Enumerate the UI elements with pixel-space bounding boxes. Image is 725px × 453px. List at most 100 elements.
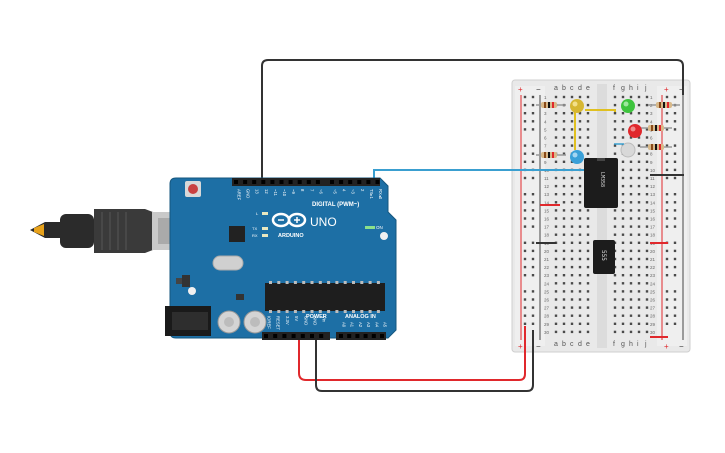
analog-header[interactable]: [336, 332, 386, 340]
rail-hole: [665, 95, 669, 99]
breadboard-hole: [645, 306, 649, 309]
row-number: 27: [650, 306, 656, 311]
breadboard-hole: [629, 249, 633, 253]
rail-hole: [531, 201, 535, 204]
digital-pin-socket[interactable]: [234, 180, 238, 184]
breadboard-hole: [586, 152, 590, 155]
breadboard-hole: [570, 241, 574, 244]
digital-pin-socket[interactable]: [357, 180, 362, 184]
digital-pin-socket[interactable]: [297, 180, 302, 184]
analog-pin-socket[interactable]: [380, 334, 384, 338]
digital-pin-label: RX◂0: [378, 189, 383, 200]
digital-pin-socket[interactable]: [348, 180, 353, 184]
analog-pin-socket[interactable]: [347, 334, 352, 338]
reset-button[interactable]: [185, 181, 201, 197]
digital-pin-socket[interactable]: [375, 180, 380, 184]
usb-cable: [30, 209, 178, 253]
rail-hole: [531, 95, 535, 99]
digital-pin-socket[interactable]: [243, 180, 248, 184]
row-number: 18: [650, 233, 656, 238]
rail-hole: [523, 249, 527, 253]
rail-hole: [665, 225, 669, 228]
breadboard-hole: [629, 193, 633, 196]
analog-header-sockets: [339, 334, 384, 338]
digital-pin-socket[interactable]: [339, 180, 344, 184]
digital-pin-socket[interactable]: [252, 180, 257, 184]
digital-pin-socket[interactable]: [366, 180, 371, 184]
digital-pin-socket[interactable]: [261, 180, 266, 184]
digital-pin-label: TX▸1: [369, 189, 374, 199]
column-label-f: f: [613, 341, 615, 348]
digital-pin-socket[interactable]: [279, 180, 284, 184]
breadboard-hole: [562, 120, 566, 123]
breadboard-hole: [554, 176, 558, 180]
breadboard-hole: [586, 306, 590, 309]
rail-hole: [523, 120, 527, 123]
column-label-h: h: [629, 341, 633, 348]
breadboard-hole: [645, 120, 649, 123]
row-number: 5: [544, 127, 547, 132]
power-pin-socket[interactable]: [291, 334, 296, 338]
digital-pin-socket[interactable]: [330, 180, 334, 184]
rail-plus-top-right: +: [664, 85, 669, 94]
rail-hole: [665, 168, 669, 172]
breadboard-hole: [586, 233, 590, 236]
power-header[interactable]: [262, 332, 330, 340]
breadboard-hole: [621, 330, 625, 334]
rail-hole: [523, 314, 527, 317]
breadboard-hole: [629, 225, 633, 228]
rail-plus-bottom-right: +: [664, 342, 669, 351]
rail-hole: [531, 209, 535, 212]
resistor-right-3: [640, 144, 672, 150]
digital-pin-label: 4: [342, 189, 347, 192]
breadboard-hole: [621, 217, 625, 220]
breadboard-hole: [554, 274, 558, 277]
dc-power-jack[interactable]: [165, 306, 211, 336]
analog-pin-socket[interactable]: [339, 334, 343, 338]
power-pin-socket[interactable]: [300, 334, 305, 338]
breadboard-hole: [554, 249, 558, 253]
row-number: 3: [544, 111, 547, 116]
breadboard-hole: [578, 306, 582, 309]
breadboard-hole: [586, 144, 590, 147]
analog-pin-socket[interactable]: [355, 334, 360, 338]
power-pin-socket[interactable]: [273, 334, 278, 338]
breadboard-hole: [562, 257, 566, 261]
breadboard-hole: [637, 209, 641, 212]
breadboard-hole: [637, 249, 641, 253]
rail-hole: [665, 249, 669, 253]
digital-pin-socket[interactable]: [306, 180, 311, 184]
breadboard-hole: [554, 128, 558, 131]
breadboard-hole: [645, 314, 649, 317]
digital-pin-socket[interactable]: [315, 180, 320, 184]
power-pin-socket[interactable]: [282, 334, 287, 338]
power-pin-socket[interactable]: [310, 334, 314, 338]
breadboard-hole: [645, 249, 649, 253]
breadboard-hole: [570, 120, 574, 123]
power-pin-socket[interactable]: [319, 334, 324, 338]
row-number: 1: [650, 95, 653, 100]
breadboard-hole: [578, 265, 582, 269]
digital-pin-socket[interactable]: [288, 180, 293, 184]
breadboard-hole: [554, 290, 558, 293]
row-number: 21: [544, 257, 550, 262]
digital-pin-socket[interactable]: [270, 180, 275, 184]
breadboard-hole: [570, 233, 574, 236]
rail-hole: [523, 225, 527, 228]
led-white: [620, 142, 636, 158]
breadboard-hole: [637, 274, 641, 277]
row-number: 28: [544, 314, 550, 319]
breadboard-hole: [562, 290, 566, 293]
power-pin-socket[interactable]: [264, 334, 268, 338]
rail-hole: [531, 274, 535, 277]
row-number: 12: [544, 184, 550, 189]
breadboard-hole: [621, 249, 625, 253]
analog-pin-socket[interactable]: [371, 334, 376, 338]
rail-hole: [673, 95, 677, 99]
analog-pin-socket[interactable]: [363, 334, 368, 338]
breadboard-hole: [645, 176, 649, 180]
breadboard-hole: [562, 184, 566, 188]
digital-header[interactable]: [232, 178, 380, 186]
